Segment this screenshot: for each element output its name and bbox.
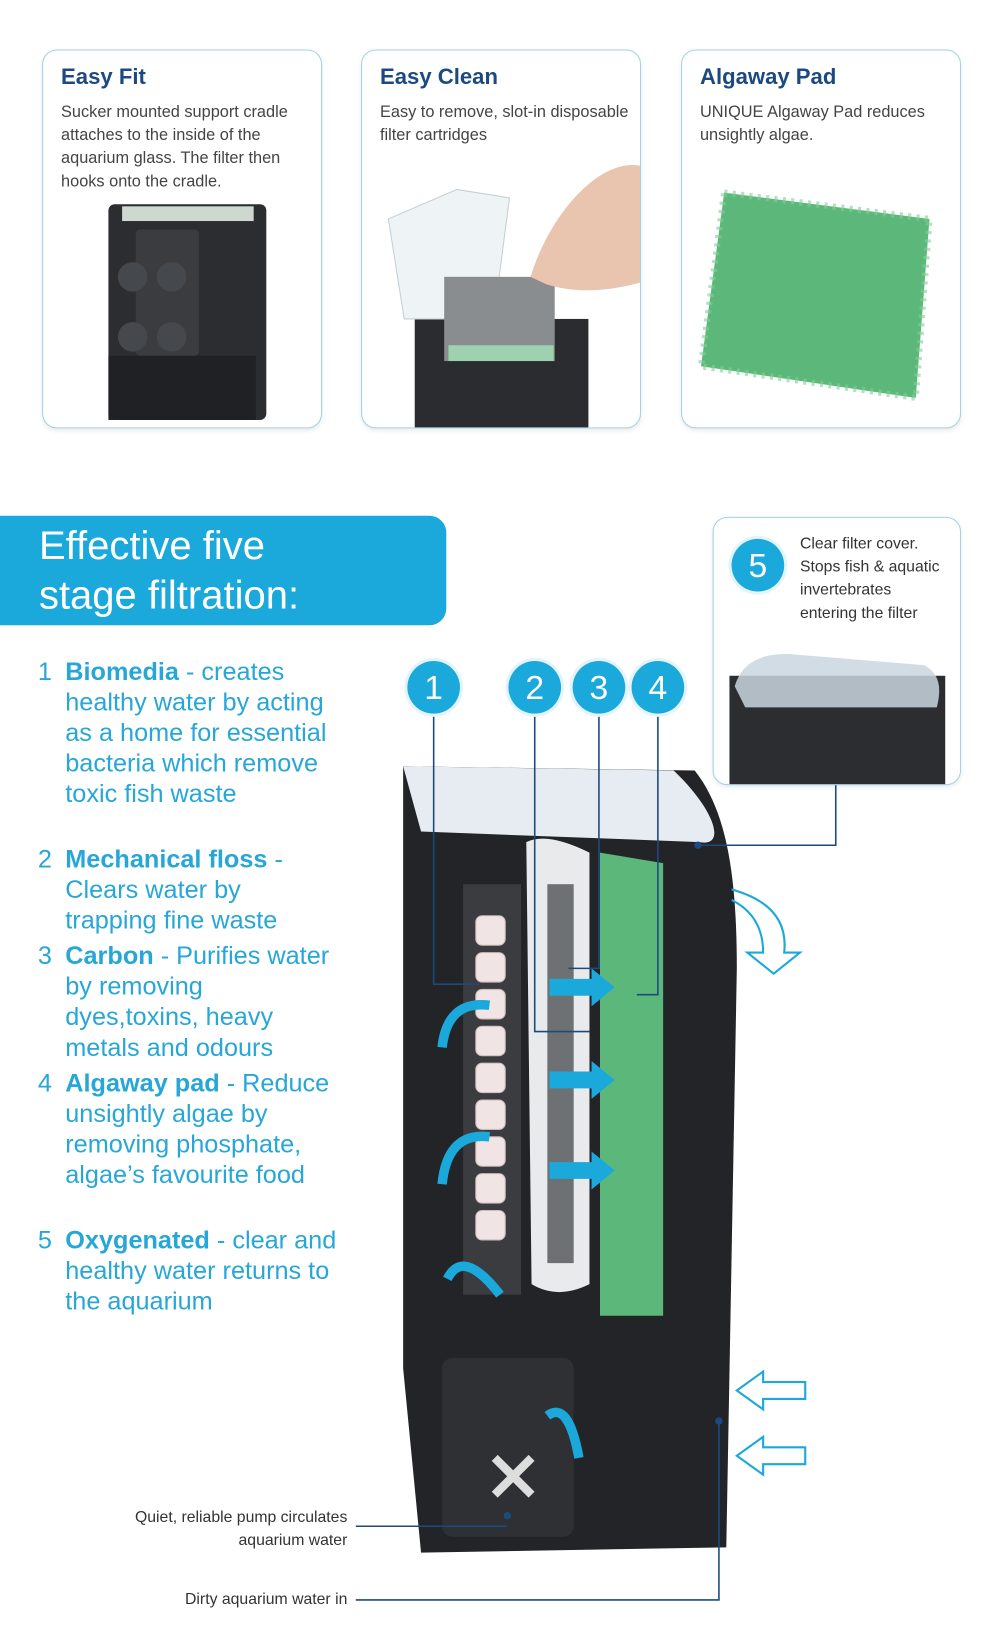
- marker-3: 3: [572, 661, 626, 714]
- pump-label: Quiet, reliable pump circulates aquarium…: [134, 1508, 348, 1550]
- card-text: Sucker mounted support cradle attaches t…: [61, 103, 288, 191]
- marker-5: 5: [731, 538, 785, 592]
- stage-name: Mechanical floss: [65, 845, 268, 874]
- card-title: Easy Fit: [61, 65, 146, 90]
- algaway-pad-image: [697, 189, 933, 402]
- banner-line-2: stage filtration:: [38, 573, 300, 618]
- callout-filter-cover: 5 Clear filter cover. Stops fish & aquat…: [712, 516, 962, 786]
- card-easy-fit: Easy Fit Sucker mounted support cradle a…: [42, 49, 323, 429]
- filter-cover-image: [729, 654, 946, 785]
- marker-2: 2: [508, 661, 562, 714]
- callout-text: Clear filter cover. Stops fish & aquatic…: [799, 534, 940, 623]
- card-title: Algaway Pad: [699, 65, 837, 90]
- card-text: Easy to remove, slot-in disposable filte…: [379, 103, 629, 145]
- cartridge-image: [387, 165, 640, 428]
- stage-name: Oxygenated: [65, 1226, 210, 1255]
- dirty-water-label: Dirty aquarium water in: [185, 1590, 348, 1609]
- card-title: Easy Clean: [379, 65, 498, 90]
- card-easy-clean: Easy Clean Easy to remove, slot-in dispo…: [361, 49, 642, 429]
- filter-cradle-image: [108, 204, 267, 420]
- card-text: UNIQUE Algaway Pad reduces unsightly alg…: [699, 103, 925, 145]
- stage-name: Carbon: [65, 942, 154, 971]
- banner-line-1: Effective five: [38, 524, 265, 569]
- marker-4: 4: [631, 661, 685, 714]
- card-algaway-pad: Algaway Pad UNIQUE Algaway Pad reduces u…: [681, 49, 962, 429]
- marker-1: 1: [407, 661, 460, 714]
- stage-name: Biomedia: [65, 657, 179, 687]
- stage-name: Algaway pad: [65, 1069, 220, 1098]
